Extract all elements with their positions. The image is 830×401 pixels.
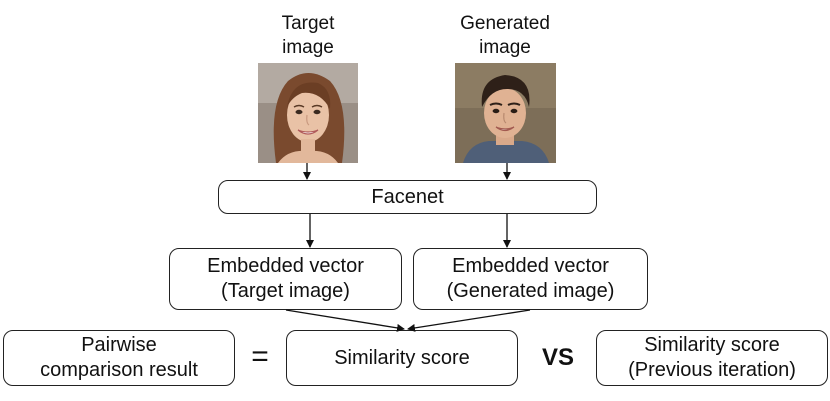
- embedded-target-line-1: Embedded vector: [207, 255, 364, 277]
- embedded-generated-line-1: Embedded vector: [452, 255, 609, 277]
- embedded-generated-line-2: (Generated image): [446, 280, 615, 302]
- arrow-embedded-generated-to-similarity: [407, 309, 531, 332]
- generated-label-line-1: Generated: [460, 13, 550, 34]
- embedded-target-line-2: (Target image): [221, 280, 350, 302]
- target-label-line-1: Target: [281, 13, 335, 34]
- generated-label-line-2: image: [479, 37, 531, 58]
- generated-image-photo: [455, 63, 556, 163]
- similarity-score-box: Similarity score: [286, 330, 518, 386]
- embedded-generated-box: Embedded vector (Generated image): [413, 248, 648, 310]
- embedded-target-box: Embedded vector (Target image): [169, 248, 402, 310]
- facenet-label: Facenet: [371, 185, 444, 208]
- target-image-label: Target image: [248, 12, 368, 60]
- vs-operator: VS: [541, 344, 574, 371]
- previous-iteration-box: Similarity score (Previous iteration): [596, 330, 828, 386]
- pairwise-line-2: comparison result: [40, 359, 198, 381]
- pairwise-line-1: Pairwise: [81, 334, 157, 356]
- previous-line-1: Similarity score: [644, 334, 780, 356]
- arrow-embedded-target-to-similarity: [285, 309, 405, 332]
- target-image-photo: [258, 63, 358, 163]
- facenet-box: Facenet: [218, 180, 597, 214]
- equals-operator: =: [251, 340, 269, 373]
- pairwise-comparison-box: Pairwise comparison result: [3, 330, 235, 386]
- generated-image-label: Generated image: [440, 12, 570, 60]
- similarity-score-label: Similarity score: [334, 346, 470, 369]
- previous-line-2: (Previous iteration): [628, 359, 796, 381]
- target-label-line-2: image: [282, 37, 334, 58]
